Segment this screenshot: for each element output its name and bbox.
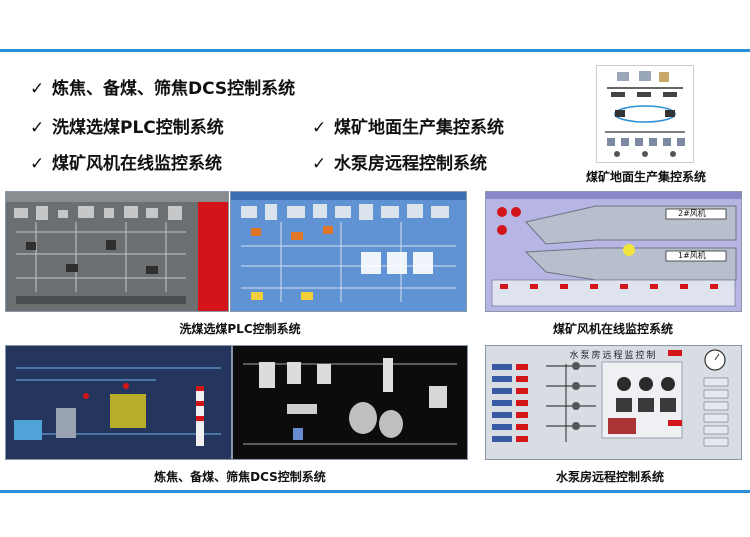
caption-fan: 煤矿风机在线监控系统: [552, 322, 673, 336]
check-icon: ✓: [30, 154, 45, 174]
dcs-screenshot-left: [5, 345, 232, 460]
network-topology-image: [596, 65, 694, 163]
plc-screenshot-right: [230, 191, 467, 312]
check-icon: ✓: [30, 79, 45, 99]
caption-plc: 洗煤选煤PLC控制系统: [179, 322, 301, 336]
feature-ground: ✓煤矿地面生产集控系统: [312, 118, 504, 138]
feature-pump: ✓水泵房远程控制系统: [312, 154, 487, 174]
plc-screenshot-left: [5, 191, 229, 312]
pump-room-screenshot: 水泵房远程监控制: [485, 345, 742, 460]
bottom-divider: [0, 490, 750, 493]
top-divider: [0, 49, 750, 52]
dcs-screenshot-right: [232, 345, 468, 460]
caption-pump: 水泵房远程控制系统: [555, 470, 664, 484]
feature-dcs: ✓炼焦、备煤、筛焦DCS控制系统: [30, 79, 296, 99]
feature-fan: ✓煤矿风机在线监控系统: [30, 154, 222, 174]
check-icon: ✓: [312, 154, 327, 174]
check-icon: ✓: [312, 118, 327, 138]
caption-dcs: 炼焦、备煤、筛焦DCS控制系统: [154, 470, 326, 484]
caption-network: 煤矿地面生产集控系统: [585, 170, 706, 184]
pump-panel-title: 水泵房远程监控制: [569, 351, 658, 361]
fan-monitor-screenshot: 2#风机 1#风机: [485, 191, 742, 312]
fan1-label: 1#风机: [678, 251, 706, 260]
fan2-label: 2#风机: [678, 209, 706, 218]
feature-plc: ✓洗煤选煤PLC控制系统: [30, 118, 224, 138]
check-icon: ✓: [30, 118, 45, 138]
